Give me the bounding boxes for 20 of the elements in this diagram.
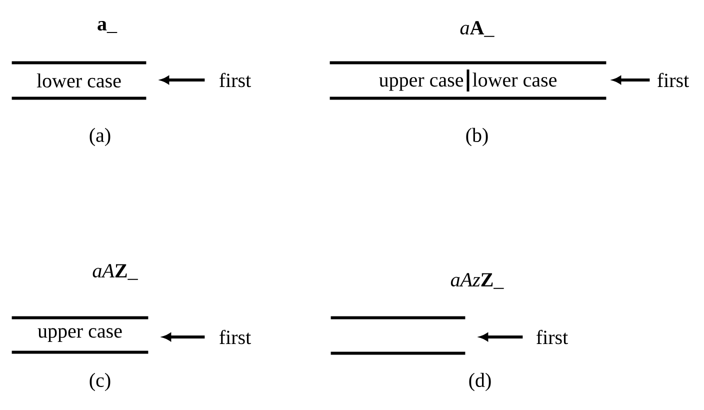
arrow — [162, 333, 205, 341]
stack-heading: aAzZ_ — [450, 273, 504, 289]
stack-heading: aA_ — [460, 21, 494, 37]
panel-caption: (b) — [466, 128, 488, 146]
stack-heading: aAZ_ — [92, 264, 138, 280]
panel-caption: (d) — [469, 372, 491, 392]
arrow — [480, 333, 523, 341]
pointer-label: first — [658, 72, 689, 88]
arrow — [612, 76, 650, 84]
panel-caption: (a) — [90, 128, 110, 146]
stack-heading: a_ — [98, 21, 118, 33]
stack-band: lower case — [10, 61, 148, 100]
panel-caption: (c) — [90, 372, 110, 392]
pointer-label: first — [536, 330, 568, 344]
stack-band: upper case lower case — [328, 61, 608, 100]
arrow — [160, 76, 205, 84]
pointer-label: first — [220, 72, 251, 88]
stack-band — [329, 316, 467, 355]
stack-band: upper case — [10, 316, 150, 354]
pointer-label: first — [220, 330, 251, 344]
